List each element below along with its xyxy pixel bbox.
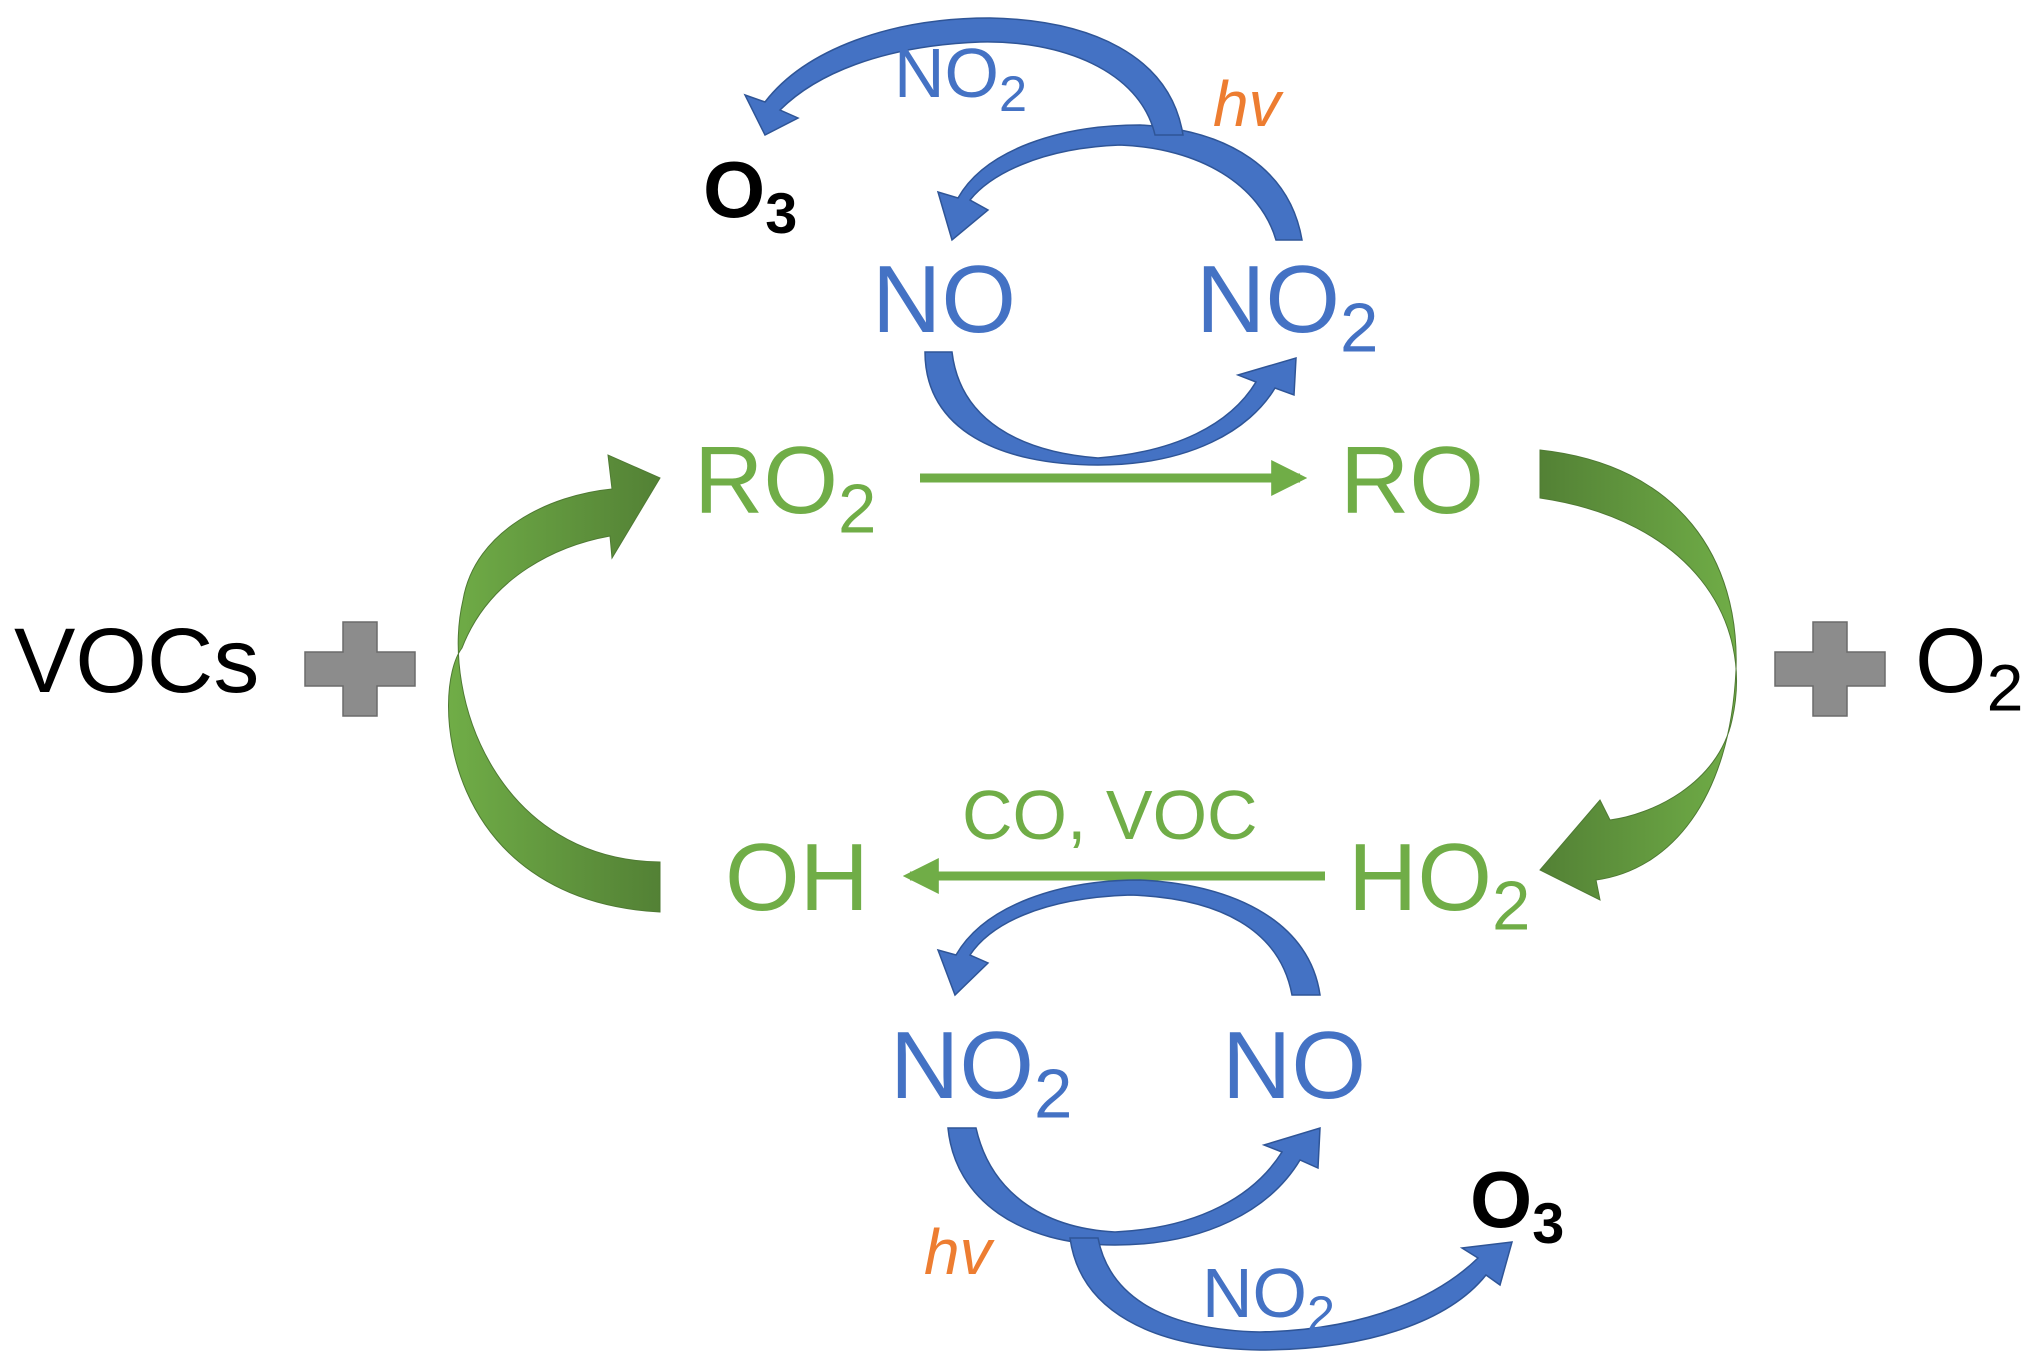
co-voc-label: CO, VOC <box>962 776 1258 854</box>
ro2-label: RO2 <box>694 427 877 548</box>
bottom-no2-to-no-arrow <box>947 1126 1321 1246</box>
bottom-photolysis-no2-label: NO2 <box>1202 1254 1336 1343</box>
plus-icon-left <box>304 621 416 717</box>
ro-label: RO <box>1340 427 1484 534</box>
top-o3-label: O3 <box>703 145 798 247</box>
ro-to-ho2-curved-arrow <box>1539 449 1737 901</box>
top-no2-label: NO2 <box>1196 246 1379 367</box>
bottom-no-label: NO <box>1222 1012 1366 1119</box>
ho2-label: HO2 <box>1348 824 1531 945</box>
plus-icon-right <box>1774 621 1886 717</box>
bottom-photolysis-to-o3-arrow <box>1069 1237 1514 1351</box>
bottom-no2-label: NO2 <box>890 1012 1073 1133</box>
top-hv-label: hv <box>1213 68 1281 140</box>
oh-label: OH <box>725 824 869 931</box>
bottom-no-to-no2-arrow <box>936 879 1321 997</box>
vocs-label: VOCs <box>14 610 260 712</box>
top-photolysis-no2-label: NO2 <box>894 34 1028 123</box>
top-no-label: NO <box>872 246 1016 353</box>
bottom-o3-label: O3 <box>1470 1155 1565 1257</box>
oh-to-ro2-curved-arrow <box>448 454 661 913</box>
top-no2-to-no-arrow <box>936 124 1303 242</box>
top-no-to-no2-arrow <box>924 351 1297 466</box>
o2-label: O2 <box>1915 610 2024 726</box>
bottom-hv-label: hv <box>924 1216 992 1288</box>
top-photolysis-to-o3-arrow <box>743 17 1184 137</box>
